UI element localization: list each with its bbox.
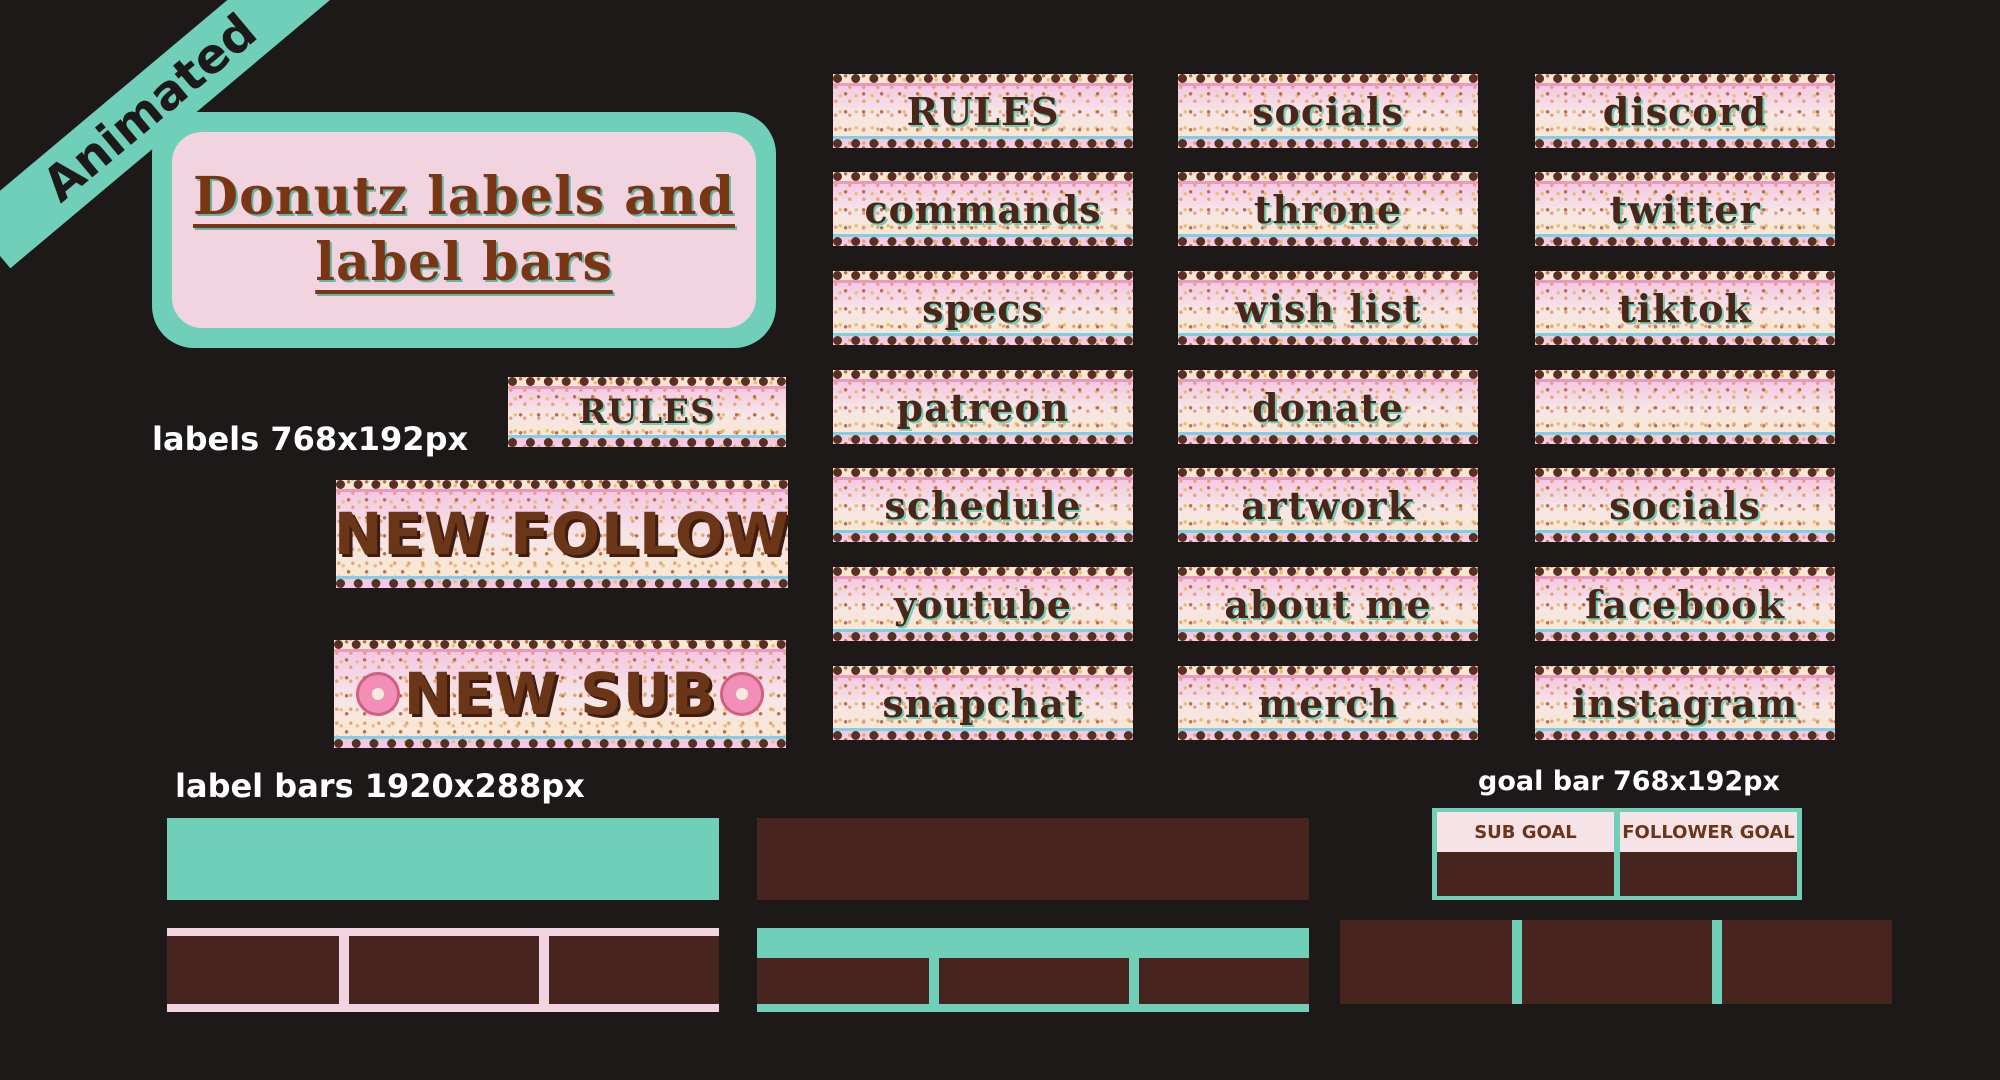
sub-goal-label: SUB GOAL [1437, 812, 1614, 852]
label-bar-mint [167, 818, 719, 900]
alert-new-sub: NEW SUB [334, 640, 786, 748]
donut-label-text: socials [1609, 482, 1761, 528]
donut-label-text: snapchat [882, 680, 1084, 726]
split-bar-segment [939, 958, 1129, 1004]
goal-cell-follower: FOLLOWER GOAL [1620, 812, 1797, 896]
donut-label: socials [1178, 74, 1478, 148]
donut-label: specs [833, 271, 1133, 345]
donut-label-text: patreon [896, 384, 1070, 430]
divided-bar-segment [1522, 920, 1712, 1004]
preview-label-rules-text: RULES [578, 392, 716, 432]
donut-label: artwork [1178, 468, 1478, 542]
donut-label: commands [833, 172, 1133, 246]
label-bar-brown [757, 818, 1309, 900]
donut-label: merch [1178, 666, 1478, 740]
divided-bar-segment [1340, 920, 1512, 1004]
split-bar-segment [757, 958, 929, 1004]
alert-new-follow-text: NEW FOLLOW [333, 500, 791, 568]
donut-label-text: instagram [1571, 680, 1799, 726]
labels-caption: labels 768x192px [152, 420, 469, 458]
donut-label-text: socials [1252, 88, 1404, 134]
title-line-2: label bars [315, 232, 613, 293]
donut-label: youtube [833, 567, 1133, 641]
donut-label: snapchat [833, 666, 1133, 740]
follower-goal-label: FOLLOWER GOAL [1620, 812, 1797, 852]
donut-label-text: merch [1257, 680, 1399, 726]
goal-bar-caption: goal bar 768x192px [1478, 766, 1780, 797]
donut-label-text: RULES [906, 88, 1060, 134]
label-bars-caption: label bars 1920x288px [175, 767, 585, 805]
donut-label-text: donate [1252, 384, 1404, 430]
goal-cell-sub: SUB GOAL [1437, 812, 1614, 896]
title-line-1: Donutz labels and [193, 166, 735, 227]
donut-label-text: twitter [1609, 186, 1761, 232]
label-bar-split-mint [757, 928, 1309, 1012]
split-bar-segment [549, 936, 719, 1004]
donut-label: schedule [833, 468, 1133, 542]
goal-bar: SUB GOAL FOLLOWER GOAL [1432, 808, 1802, 900]
donut-label: twitter [1535, 172, 1835, 246]
donut-label: patreon [833, 370, 1133, 444]
donut-label-text: artwork [1241, 482, 1415, 528]
donut-label [1535, 370, 1835, 444]
divided-bar-segment [1722, 920, 1892, 1004]
donut-label: discord [1535, 74, 1835, 148]
alert-new-follow: NEW FOLLOW [333, 480, 791, 588]
donut-icon [355, 672, 400, 716]
donut-label: instagram [1535, 666, 1835, 740]
donut-label-text: discord [1602, 88, 1768, 134]
donut-label: facebook [1535, 567, 1835, 641]
donut-label-text: tiktok [1618, 285, 1752, 331]
divided-bar-separator [1512, 920, 1522, 1004]
divided-bar-separator [1712, 920, 1722, 1004]
label-bar-split-pink [167, 928, 719, 1012]
split-bar-segment [349, 936, 539, 1004]
donut-label: socials [1535, 468, 1835, 542]
donut-label: tiktok [1535, 271, 1835, 345]
donut-label-text: schedule [884, 482, 1082, 528]
donut-icon [720, 672, 765, 716]
donut-label-text: youtube [894, 581, 1072, 627]
donut-label: RULES [833, 74, 1133, 148]
donut-label-text: wish list [1234, 285, 1422, 331]
title-card: Donutz labels and label bars [152, 112, 776, 348]
donut-label: donate [1178, 370, 1478, 444]
donut-label-text: about me [1224, 581, 1432, 627]
donut-label-text: facebook [1585, 581, 1785, 627]
split-bar-segment [167, 936, 339, 1004]
donut-label: wish list [1178, 271, 1478, 345]
preview-label-rules: RULES [508, 377, 786, 447]
donut-label-text: specs [922, 285, 1044, 331]
split-bar-segment [1139, 958, 1309, 1004]
donut-label: about me [1178, 567, 1478, 641]
title-card-inner: Donutz labels and label bars [172, 132, 756, 328]
label-bar-divided [1340, 920, 1892, 1004]
alert-new-sub-text: NEW SUB [403, 660, 717, 728]
donut-label-text: throne [1253, 186, 1403, 232]
donut-label: throne [1178, 172, 1478, 246]
donut-label-text: commands [864, 186, 1102, 232]
